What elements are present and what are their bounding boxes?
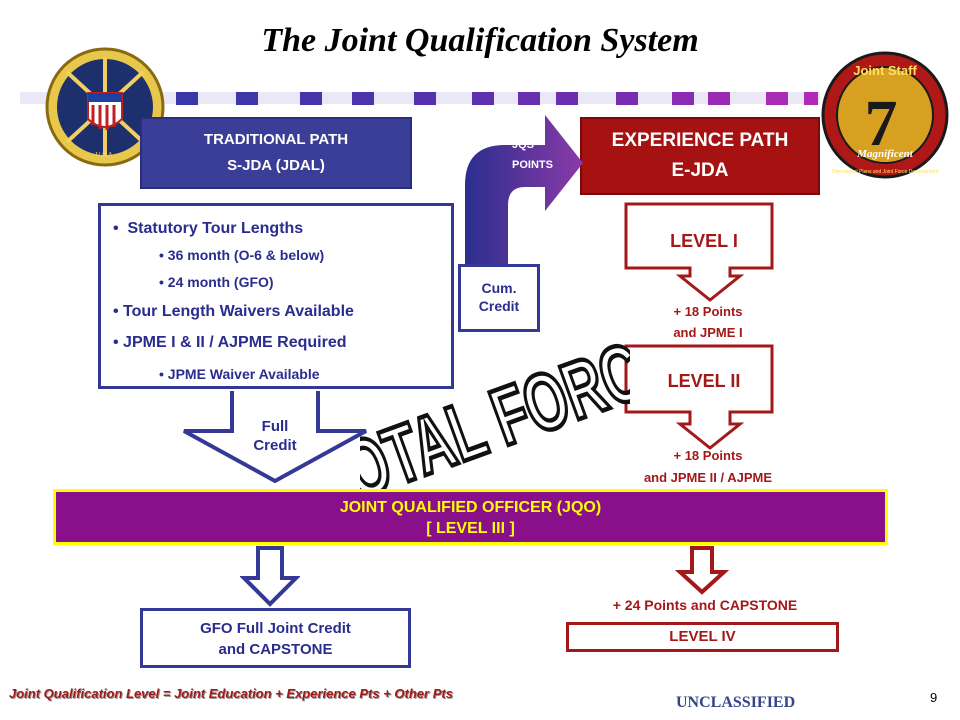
experience-path-subtitle: E-JDA bbox=[671, 160, 729, 181]
svg-text:Joint Staff: Joint Staff bbox=[853, 63, 917, 78]
page-title: The Joint Qualification System bbox=[261, 22, 699, 59]
jqo-banner: JOINT QUALIFIED OFFICER (JQO) [ LEVEL II… bbox=[53, 489, 888, 545]
svg-text:Full: Full bbox=[262, 418, 289, 435]
svg-text:Credit: Credit bbox=[253, 437, 296, 454]
bullet-jpme-waiver: • JPME Waiver Available bbox=[159, 366, 320, 382]
total-force-stamp: TOTAL FORCE bbox=[360, 340, 630, 490]
traditional-path-subtitle: S-JDA (JDAL) bbox=[227, 157, 325, 174]
bullet-36-month: • 36 month (O-6 & below) bbox=[159, 247, 325, 263]
svg-text:JQS: JQS bbox=[512, 139, 534, 151]
svg-text:TOTAL FORCE: TOTAL FORCE bbox=[360, 340, 630, 490]
experience-path-title: EXPERIENCE PATH bbox=[611, 130, 789, 151]
gfo-line2: and CAPSTONE bbox=[218, 641, 333, 658]
cumulative-credit-box: Cum. Credit bbox=[458, 264, 540, 332]
points-level2-line1: + 18 Points bbox=[673, 448, 743, 463]
down-arrow-level4 bbox=[674, 546, 730, 595]
bullet-waivers: • Tour Length Waivers Available bbox=[113, 303, 354, 320]
classification-marking: UNCLASSIFIED bbox=[676, 694, 796, 711]
svg-text:Magnificent: Magnificent bbox=[856, 148, 914, 160]
gfo-line1: GFO Full Joint Credit bbox=[200, 620, 351, 637]
svg-text:7: 7 bbox=[865, 87, 898, 160]
points-level4: + 24 Points and CAPSTONE bbox=[612, 597, 798, 613]
bullet-24-month: • 24 month (GFO) bbox=[159, 274, 274, 290]
footer-formula: Joint Qualification Level = Joint Educat… bbox=[9, 686, 453, 701]
points-level2-line2: and JPME II / AJPME bbox=[643, 470, 773, 485]
jqo-level: [ LEVEL III ] bbox=[426, 520, 515, 537]
traditional-requirements-box: • Statutory Tour Lengths • 36 month (O-6… bbox=[98, 203, 454, 389]
joint-staff-j7-logo: Joint Staff 7 Magnificent Operational Pl… bbox=[821, 51, 949, 179]
cum-credit-line1: Cum. bbox=[481, 280, 517, 296]
svg-text:LEVEL II: LEVEL II bbox=[668, 371, 741, 391]
svg-text:POINTS: POINTS bbox=[512, 159, 553, 171]
levels-flow: LEVEL I LEVEL II bbox=[624, 202, 774, 450]
points-level1-line2: and JPME I bbox=[673, 325, 743, 340]
page-number: 9 bbox=[930, 690, 938, 705]
full-credit-arrow: Full Credit bbox=[183, 391, 367, 484]
cum-credit-line2: Credit bbox=[478, 298, 520, 314]
traditional-path-box: TRADITIONAL PATH S-JDA (JDAL) bbox=[140, 117, 412, 189]
gfo-credit-box: GFO Full Joint Credit and CAPSTONE bbox=[140, 608, 411, 668]
svg-text:LEVEL I: LEVEL I bbox=[670, 231, 738, 251]
svg-text:Operational Plans and Joint Fo: Operational Plans and Joint Force Develo… bbox=[832, 169, 939, 175]
experience-path-box: EXPERIENCE PATH E-JDA bbox=[580, 117, 820, 195]
level4-box: LEVEL IV bbox=[566, 622, 839, 652]
svg-text:U.S.A.: U.S.A. bbox=[95, 151, 115, 159]
points-level1-line1: + 18 Points bbox=[673, 304, 743, 319]
jqo-title: JOINT QUALIFIED OFFICER (JQO) bbox=[339, 499, 602, 516]
down-arrow-gfo bbox=[240, 546, 300, 607]
bullet-jpme-required: • JPME I & II / AJPME Required bbox=[113, 334, 347, 351]
traditional-path-title: TRADITIONAL PATH bbox=[203, 131, 349, 148]
jcs-seal-logo: U.S.A. bbox=[45, 47, 165, 167]
bullet-statutory: • Statutory Tour Lengths bbox=[113, 220, 304, 237]
jqs-points-arrow: JQS POINTS bbox=[465, 115, 583, 265]
